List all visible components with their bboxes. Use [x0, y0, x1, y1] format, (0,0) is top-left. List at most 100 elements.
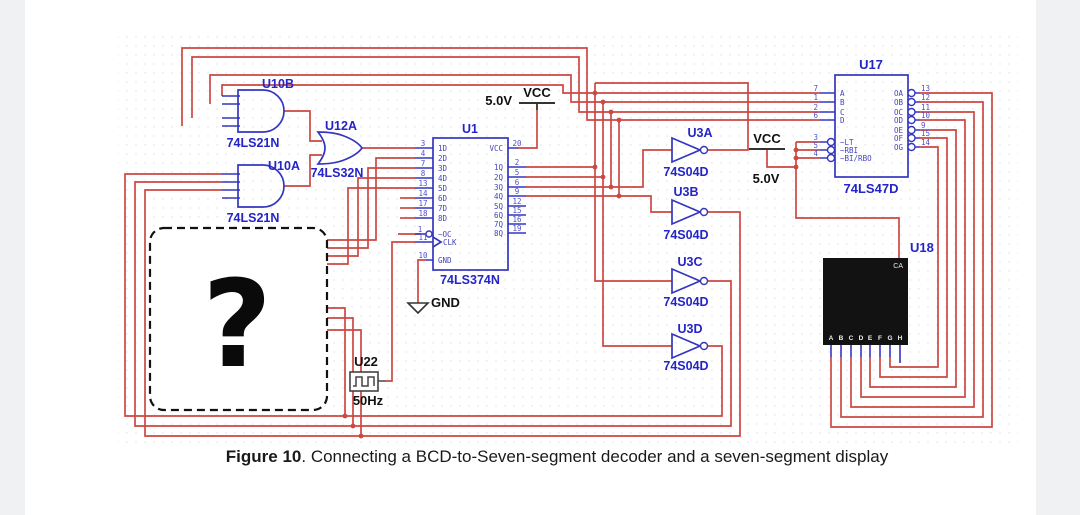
u1-num-18: 18	[418, 209, 428, 218]
u10b-ref: U10B	[262, 77, 294, 91]
wire-net-d	[181, 47, 820, 126]
square-wave-icon	[353, 376, 375, 387]
junction-dots	[342, 90, 799, 439]
vcc2-symbol: VCC 5.0V	[749, 131, 785, 186]
u3a-ref: U3A	[687, 126, 712, 140]
u1-ref: U1	[462, 122, 478, 136]
inverter-u3b: U3B 74S04D	[663, 185, 708, 242]
wire-mystery-tap3	[327, 329, 362, 436]
left-margin	[0, 0, 25, 515]
wire-u3c-feedback	[134, 181, 732, 427]
wire-junction-v2	[602, 102, 672, 347]
mystery-symbol: ?	[202, 256, 272, 395]
display-u18: U18 CA A B C D E F G H	[823, 240, 934, 363]
u17-num-15: 15	[921, 129, 930, 138]
u1-num-19: 19	[512, 224, 521, 233]
u1-num-3: 3	[421, 139, 426, 148]
u1-num-4: 4	[421, 149, 426, 158]
wire-net-c	[191, 56, 820, 118]
u1-pin-2q: 2Q	[494, 173, 504, 182]
display-body	[823, 258, 908, 345]
u1-num-15: 15	[512, 206, 521, 215]
u18-ref: U18	[910, 240, 934, 255]
u18-seg-b: B	[839, 335, 844, 342]
u3a-part: 74S04D	[663, 165, 708, 179]
u3d-ref: U3D	[677, 322, 702, 336]
wire-5d-feeder	[327, 187, 415, 265]
u17-num-4: 4	[813, 149, 818, 158]
wire-u1-gnd	[417, 259, 426, 303]
u22-ref: U22	[354, 354, 378, 369]
wires	[124, 47, 993, 437]
u18-seg-c: C	[849, 335, 854, 342]
u18-seg-d: D	[859, 335, 864, 342]
u1-pin-vcc: VCC	[489, 144, 503, 153]
u17-pin-of: OF	[894, 134, 904, 143]
u1-pin-1q: 1Q	[494, 163, 504, 172]
u17-pin-og: OG	[894, 143, 904, 152]
u1-pin-oc: ~OC	[438, 230, 452, 239]
wire-clock-to-clk	[386, 241, 415, 382]
u1-pin-3d: 3D	[438, 164, 448, 173]
u1-pin-8q: 8Q	[494, 229, 504, 238]
wire-4q	[526, 195, 672, 213]
u1-pin-5d: 5D	[438, 184, 448, 193]
u17-pin-a: A	[840, 89, 845, 98]
u17-pin-d: D	[840, 116, 845, 125]
u3d-part: 74S04D	[663, 359, 708, 373]
gnd-label: GND	[431, 295, 460, 310]
wire-4d-feeder	[327, 177, 415, 257]
wire-oe-e	[869, 129, 957, 388]
mystery-box: ?	[148, 226, 329, 412]
u17-num-3: 3	[813, 133, 818, 142]
u1-num-1: 1	[418, 225, 423, 234]
u18-seg-e: E	[868, 335, 873, 342]
u1-num-8: 8	[421, 169, 426, 178]
u1-num-10: 10	[418, 251, 428, 260]
vcc1-symbol: VCC 5.0V	[485, 85, 555, 110]
inverter-u3a: U3A 74S04D	[663, 126, 712, 179]
u1-pin-4d: 4D	[438, 174, 448, 183]
vcc1-label: VCC	[523, 85, 551, 100]
u17-num-13: 13	[921, 84, 930, 93]
u17-pin-c: C	[840, 108, 845, 117]
u17-part: 74LS47D	[844, 181, 899, 196]
u1-pin-1d: 1D	[438, 144, 448, 153]
gate-u10a: U10A 74LS21N	[222, 159, 300, 225]
figure-caption-text: . Connecting a BCD-to-Seven-segment deco…	[301, 447, 888, 466]
u17-num-5: 5	[813, 141, 818, 150]
vcc2-voltage: 5.0V	[753, 171, 780, 186]
u1-part: 74LS374N	[440, 273, 500, 287]
u1-num-20: 20	[512, 139, 522, 148]
u17-pin-b: B	[840, 98, 845, 107]
wire-oc-c	[850, 111, 975, 408]
u1-pin-4q: 4Q	[494, 192, 504, 201]
wire-u3a-out	[595, 82, 749, 151]
u12a-ref: U12A	[325, 119, 357, 133]
wire-u10a-out	[284, 154, 322, 187]
u1-num-6: 6	[515, 178, 520, 187]
u18-seg-g: G	[887, 335, 892, 342]
u1-pin-8d: 8D	[438, 214, 448, 223]
u10b-part: 74LS21N	[227, 136, 280, 150]
u17-pin-rbi: ~RBI	[840, 146, 858, 155]
wire-u3d-feedback	[124, 173, 723, 417]
u1-pin-clk: CLK	[443, 238, 457, 247]
u17-num-6: 6	[813, 111, 818, 120]
wire-3q	[526, 149, 672, 188]
u17-pin-oc: OC	[894, 108, 903, 117]
u1-num-17: 17	[418, 199, 427, 208]
u1-num-13: 13	[418, 179, 427, 188]
u22-freq: 50Hz	[353, 393, 384, 408]
u3b-part: 74S04D	[663, 228, 708, 242]
wire-ob-b	[840, 101, 984, 418]
wire-u1-vcc	[518, 103, 538, 149]
u3c-part: 74S04D	[663, 295, 708, 309]
u1-pin-7q: 7Q	[494, 220, 504, 229]
gate-u12a: U12A 74LS32N	[311, 119, 364, 180]
u1-pin-2d: 2D	[438, 154, 448, 163]
figure-caption-label: Figure 10	[226, 447, 302, 466]
wire-og-g	[889, 146, 939, 368]
vcc2-label: VCC	[753, 131, 781, 146]
inverter-u3c: U3C 74S04D	[663, 255, 708, 309]
